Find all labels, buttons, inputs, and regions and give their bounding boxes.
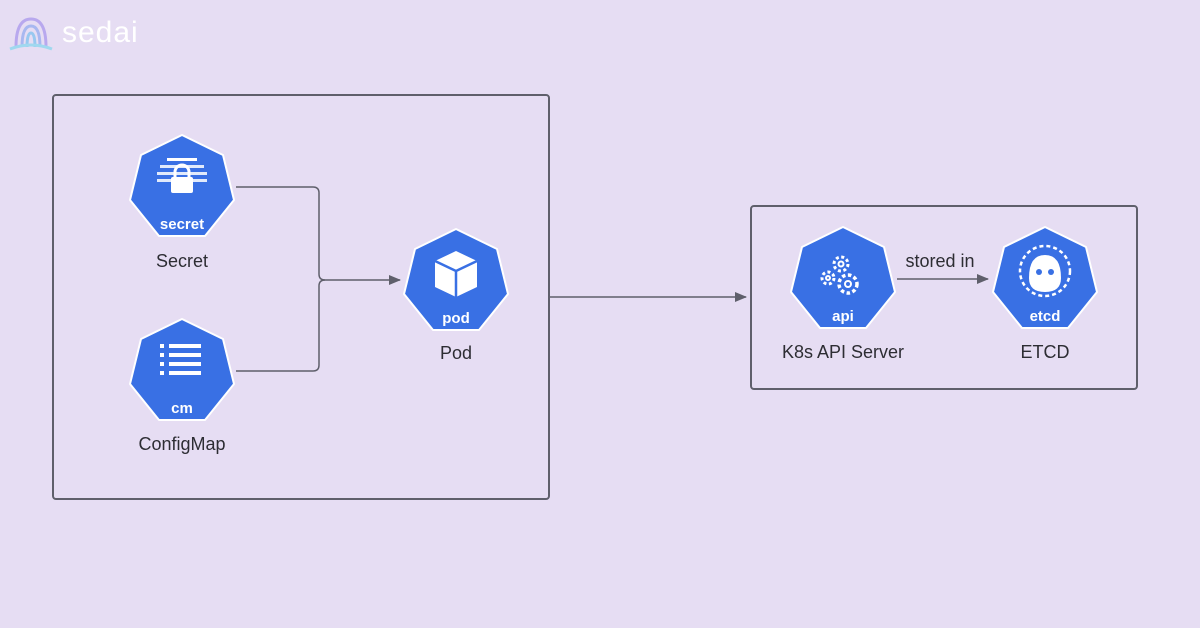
api-node[interactable]: api — [790, 226, 896, 329]
secret-node-icon-text: secret — [160, 216, 204, 233]
secret-to-pod-connector — [236, 186, 401, 285]
api-server-label: K8s API Server — [781, 342, 905, 362]
secret-configmap-pod-group — [52, 94, 550, 500]
api-etcd-group — [750, 205, 1138, 390]
api-gears-icon — [820, 255, 859, 295]
configmap-node[interactable]: cm — [129, 318, 235, 421]
configmap-list-icon — [160, 344, 201, 375]
secret-lock-icon — [157, 158, 207, 193]
sedai-logo: sedai — [8, 10, 139, 56]
configmap-label: ConfigMap — [138, 434, 226, 454]
sedai-logo-text: sedai — [62, 16, 139, 49]
secret-label: Secret — [155, 251, 209, 271]
configmap-node-icon-text: cm — [171, 400, 193, 417]
etcd-label: ETCD — [1020, 342, 1070, 362]
pod-cube-icon — [434, 251, 478, 297]
sedai-logo-icon — [9, 17, 53, 51]
etcd-node-icon-text: etcd — [1030, 308, 1061, 325]
pod-node[interactable]: pod — [403, 228, 509, 331]
etcd-icon — [1018, 244, 1072, 298]
pod-node-icon-text: pod — [442, 310, 470, 327]
stored-in-edge-label: stored in — [905, 251, 975, 271]
pod-label: Pod — [439, 343, 473, 363]
secret-node[interactable]: secret — [129, 134, 235, 237]
api-node-icon-text: api — [832, 308, 854, 325]
configmap-to-pod-connector — [236, 279, 326, 372]
etcd-node[interactable]: etcd — [992, 226, 1098, 329]
